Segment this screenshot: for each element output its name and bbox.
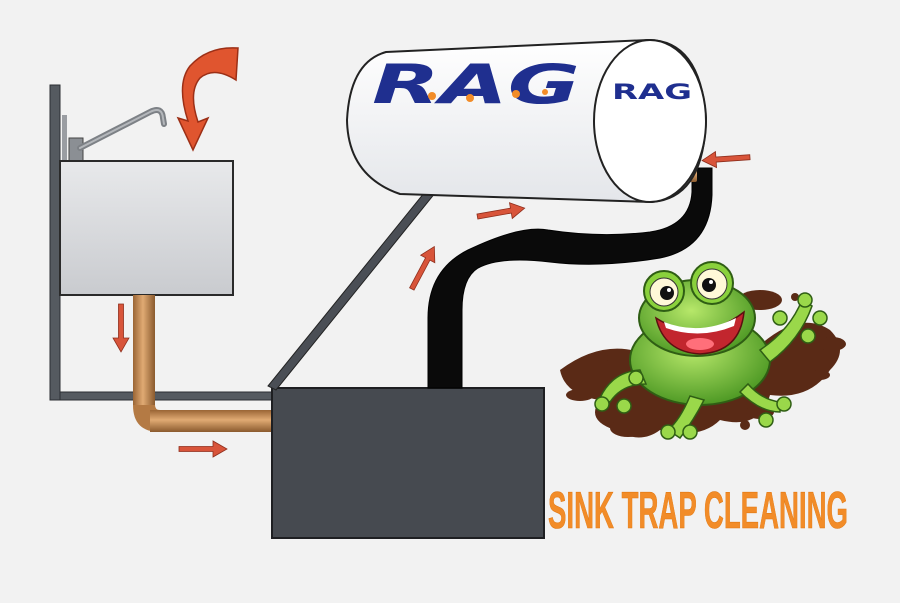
sink-basin bbox=[59, 160, 234, 296]
faucet-icon bbox=[68, 107, 167, 163]
tank-logo-small: RAG bbox=[612, 80, 692, 104]
flow-arrow-icon bbox=[112, 303, 130, 353]
frog-mascot-icon bbox=[560, 261, 846, 440]
drain-pipe bbox=[133, 295, 272, 432]
caption-title: SINK TRAP CLEANING bbox=[548, 482, 848, 540]
flow-arrow-icon bbox=[476, 202, 526, 220]
curved-arrow-icon bbox=[176, 47, 239, 152]
flow-arrow-icon bbox=[178, 440, 228, 458]
flow-arrow-icon bbox=[409, 245, 436, 291]
rag-tank: RAG RAG bbox=[345, 38, 708, 204]
trap-box bbox=[271, 387, 545, 539]
flow-arrows bbox=[112, 150, 751, 458]
tank-logo-large: RAG bbox=[372, 53, 580, 116]
flow-arrow-icon bbox=[701, 150, 751, 169]
